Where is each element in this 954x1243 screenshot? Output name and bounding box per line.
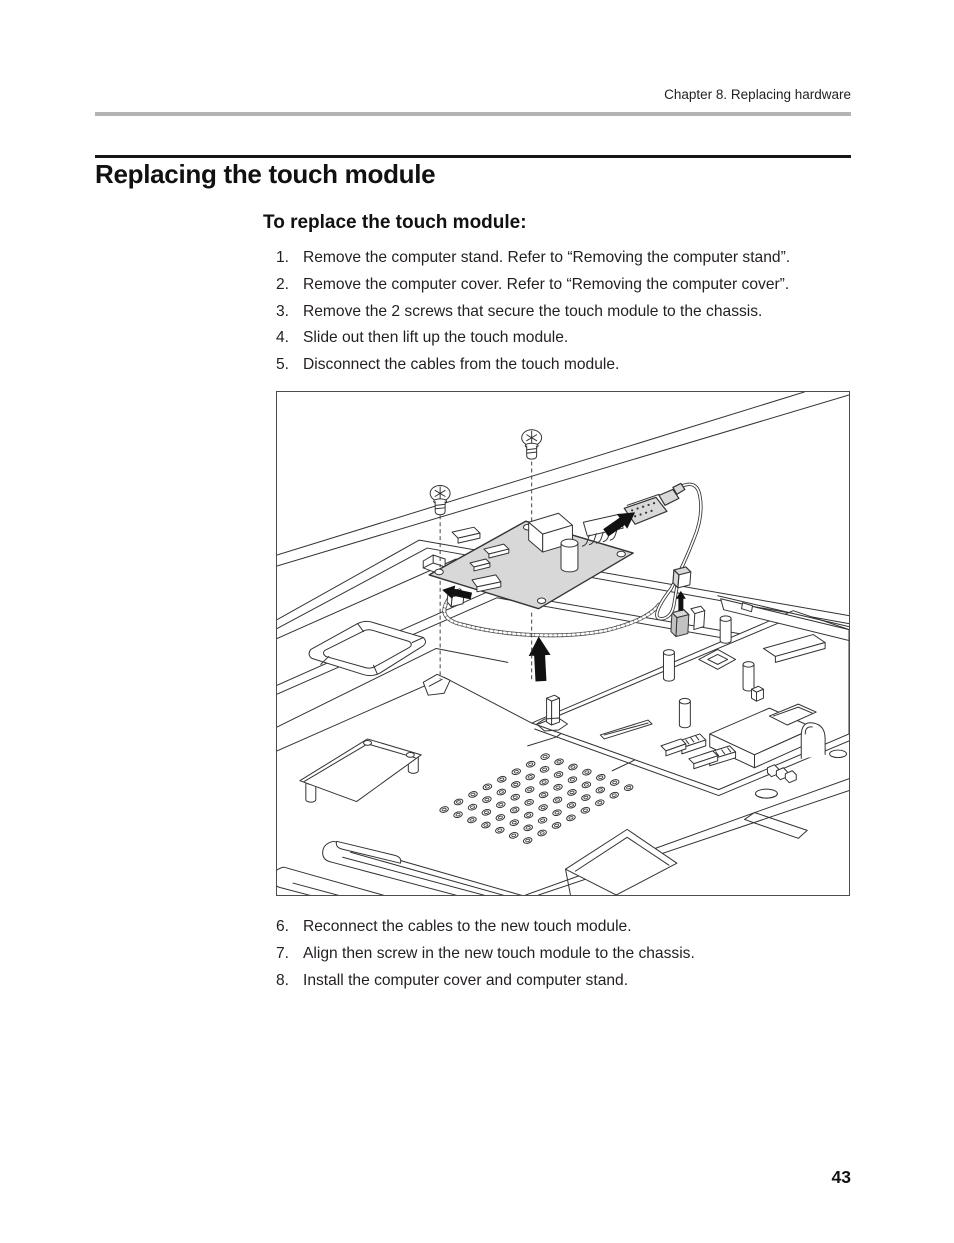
big-up-arrow xyxy=(528,636,551,682)
gasket-opening xyxy=(308,620,426,677)
touch-module-illustration xyxy=(276,391,850,896)
step-number: 6. xyxy=(276,918,290,935)
list-item: 8. Install the computer cover and compute… xyxy=(276,968,861,995)
module-header-pins xyxy=(581,513,624,547)
list-item: 4. Slide out then lift up the touch modul… xyxy=(276,325,861,352)
step-number: 2. xyxy=(276,275,290,293)
module-cylinder xyxy=(560,538,579,573)
steps-after-figure: 6. Reconnect the cables to the new touch … xyxy=(276,914,861,994)
list-item: 7. Align then screw in the new touch modu… xyxy=(276,941,861,968)
module-chips xyxy=(451,526,510,593)
header-rule xyxy=(95,112,851,116)
step-number: 7. xyxy=(276,944,290,962)
section-heading: To replace the touch module: xyxy=(263,212,527,233)
step-number: 8. xyxy=(276,971,290,989)
arrow-to-connector xyxy=(603,512,636,537)
connector-cable xyxy=(655,482,703,621)
title-rule xyxy=(95,155,851,158)
step-number: 1. xyxy=(276,249,290,266)
page-number: 43 xyxy=(831,1167,851,1187)
bga-chip xyxy=(698,648,737,670)
list-item: 2. Remove the computer cover. Refer to “R… xyxy=(276,272,861,299)
small-pcb xyxy=(299,738,422,803)
left-arrow xyxy=(442,585,473,600)
list-item: 5. Disconnect the cables from the touch m… xyxy=(276,352,861,379)
arch-bracket xyxy=(800,722,826,759)
dsub-pins xyxy=(631,502,656,518)
step-text: Remove the computer cover. Refer to “Rem… xyxy=(303,275,790,293)
list-item: 1. Remove the computer stand. Refer to “R… xyxy=(276,245,861,272)
heatsink-plate xyxy=(762,634,826,663)
small-cube xyxy=(751,685,764,702)
page-title: Replacing the touch module xyxy=(95,159,436,189)
list-item: 6. Reconnect the cables to the new touch … xyxy=(276,914,861,941)
step-number: 3. xyxy=(276,302,290,320)
small-blocks-row xyxy=(766,764,797,784)
step-text: Slide out then lift up the touch module. xyxy=(303,329,569,347)
step-text: Remove the computer stand. Refer to “Rem… xyxy=(303,249,791,266)
step-text: Disconnect the cables from the touch mod… xyxy=(303,356,620,374)
step-number: 5. xyxy=(276,356,290,374)
mainboard xyxy=(531,610,849,799)
step-text: Align then screw in the new touch module… xyxy=(303,944,695,962)
step-number: 4. xyxy=(276,329,290,347)
twisted-cable xyxy=(442,594,661,638)
touch-module-board xyxy=(428,512,634,610)
steps-before-figure: 1. Remove the computer stand. Refer to “R… xyxy=(276,245,861,379)
board-headers xyxy=(599,719,737,770)
rail-bracket xyxy=(717,595,849,642)
screw-left xyxy=(429,484,451,680)
dsub-connector xyxy=(623,482,686,525)
cable-connector-small xyxy=(672,566,692,589)
running-head: Chapter 8. Replacing hardware xyxy=(664,87,851,102)
cable-receptacles xyxy=(670,605,706,638)
screw-boss xyxy=(422,673,451,696)
stand-mount-cover xyxy=(564,828,678,895)
board-feet xyxy=(754,749,848,799)
screw-right xyxy=(521,429,543,682)
list-item: 3. Remove the 2 screws that secure the to… xyxy=(276,299,861,326)
step-text: Remove the 2 screws that secure the touc… xyxy=(303,302,763,320)
step-text: Install the computer cover and computer … xyxy=(303,971,629,989)
bezel-bars xyxy=(277,840,523,895)
step-text: Reconnect the cables to the new touch mo… xyxy=(303,918,632,935)
